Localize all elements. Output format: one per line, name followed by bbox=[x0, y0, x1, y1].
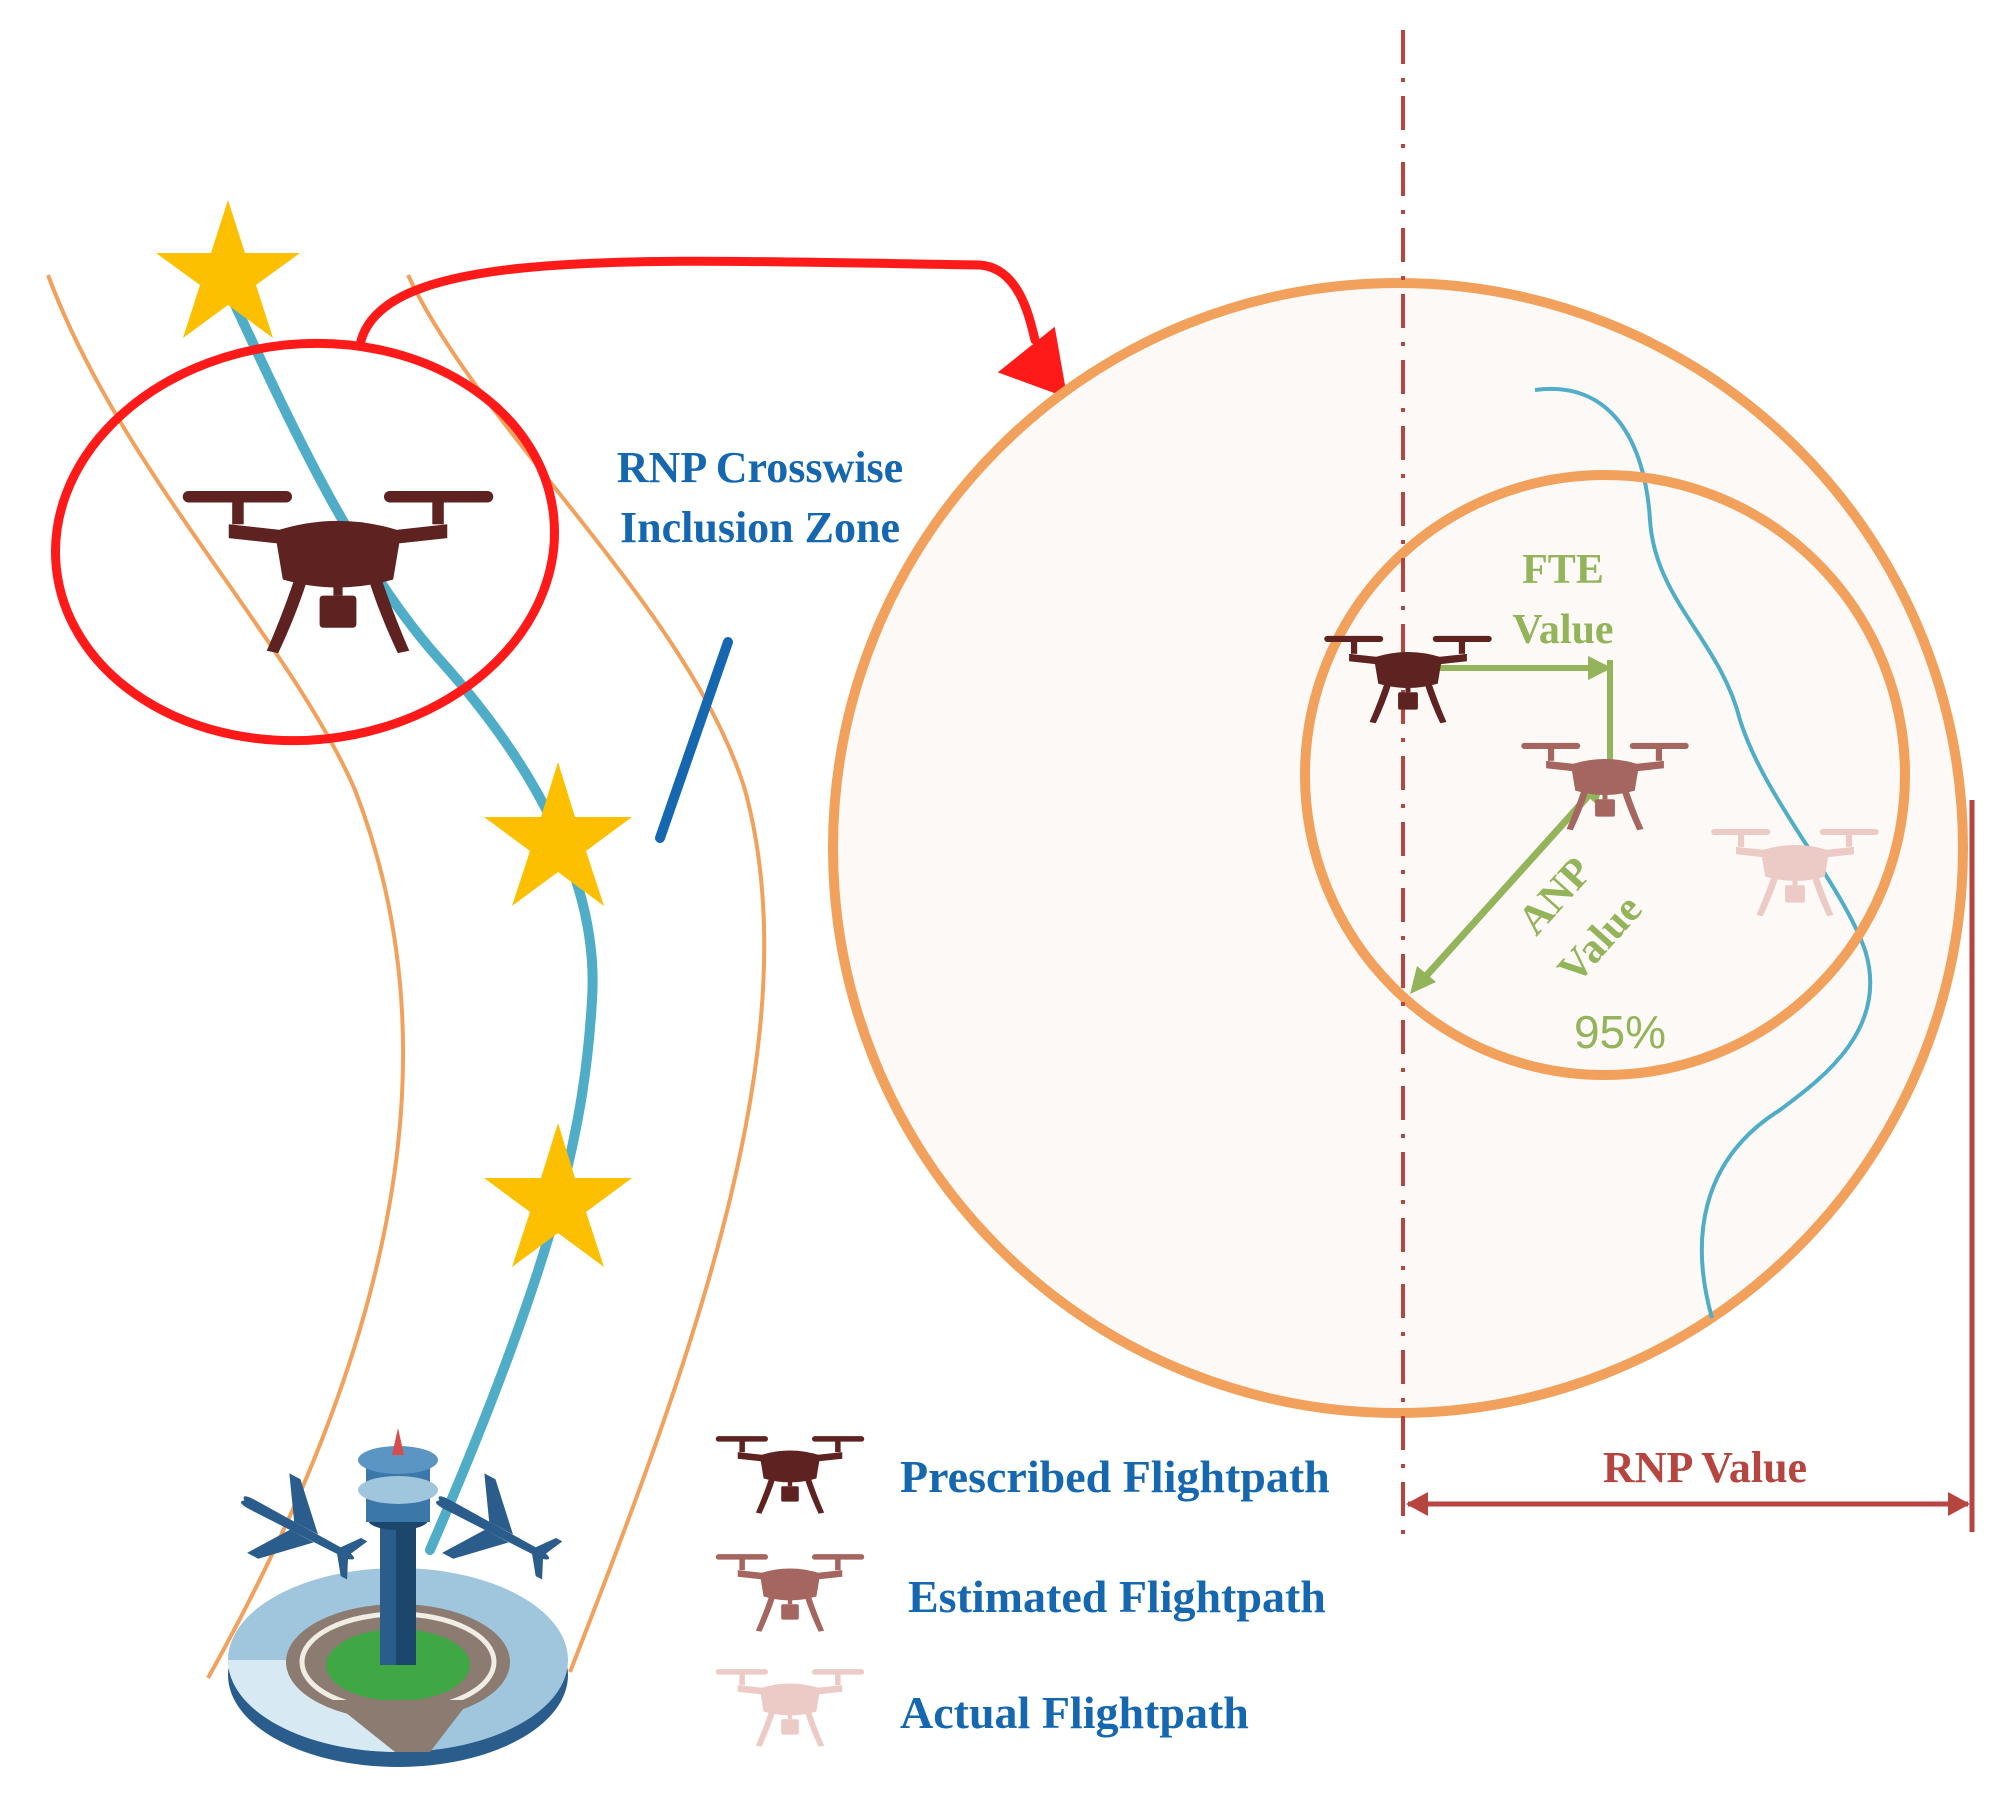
legend-label-actual: Actual Flightpath bbox=[900, 1687, 1249, 1738]
anp-radius-arrow bbox=[1415, 782, 1601, 988]
corridor-left-edge bbox=[46, 274, 406, 1679]
flight-path bbox=[223, 285, 598, 1555]
legend-prescribed-drone-icon bbox=[715, 1436, 865, 1514]
waypoint-star-icon bbox=[156, 200, 300, 338]
actual-path-line bbox=[1534, 386, 1873, 1319]
legend: Prescribed Flightpath Estimated Flightpa… bbox=[715, 1436, 1330, 1747]
zoom-arrow bbox=[355, 256, 1040, 350]
airport-control-tower-icon bbox=[228, 1428, 568, 1767]
legend-label-prescribed: Prescribed Flightpath bbox=[900, 1451, 1330, 1502]
zoom-highlight-ellipse bbox=[51, 338, 559, 746]
fte-label-line2: Value bbox=[1512, 607, 1613, 653]
anp-percent-label: 95% bbox=[1574, 1006, 1666, 1058]
rnp-zone-label-line1: RNP Crosswise bbox=[617, 443, 903, 492]
zone-pointer-line bbox=[655, 637, 733, 843]
corridor-right-edge bbox=[406, 274, 767, 1673]
rnp-zone-label-line2: Inclusion Zone bbox=[620, 503, 900, 552]
waypoint-star-icon bbox=[484, 1123, 632, 1267]
rnp-outer-circle bbox=[828, 278, 1968, 1418]
rnp-value-label: RNP Value bbox=[1603, 1443, 1807, 1492]
waypoint-star-icon bbox=[484, 762, 632, 906]
legend-actual-drone-icon bbox=[715, 1669, 865, 1747]
legend-estimated-drone-icon bbox=[715, 1554, 865, 1632]
zoom-arrow-head bbox=[997, 326, 1068, 398]
anp-inner-circle bbox=[1300, 470, 1910, 1080]
fte-label-line1: FTE bbox=[1522, 547, 1604, 593]
legend-label-estimated: Estimated Flightpath bbox=[908, 1571, 1326, 1622]
